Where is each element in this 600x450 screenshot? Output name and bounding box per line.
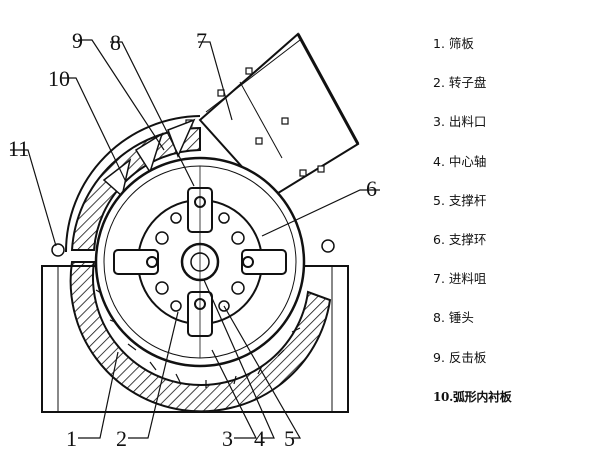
legend-label: 出料口 [448, 114, 487, 130]
legend-number: 1. [433, 36, 445, 51]
legend-label: 反击板 [448, 349, 487, 365]
callout-9: 9 [72, 28, 83, 53]
legend-item: 5. 支撑杆 [433, 191, 593, 230]
callout-3: 3 [222, 426, 233, 450]
legend-number: 9. [433, 349, 445, 365]
callout-6: 6 [366, 176, 377, 201]
callout-10: 10 [48, 66, 70, 91]
legend-number: 3. [433, 114, 445, 130]
rotor [94, 156, 306, 368]
callout-numbers: 1 2 3 4 5 6 7 8 9 10 11 [8, 28, 377, 450]
legend-item: 10.弧形内衬板 [433, 387, 593, 426]
legend-label: 转子盘 [448, 75, 487, 91]
legend-number: 2. [433, 75, 445, 91]
legend-number: 6. [433, 231, 445, 247]
legend-number: 4. [433, 153, 445, 169]
legend-item: 2. 转子盘 [433, 73, 593, 112]
legend-item: 7. 进料咀 [433, 269, 593, 308]
legend-label: 进料咀 [448, 271, 487, 287]
callout-1: 1 [66, 426, 77, 450]
impact-plate-teeth [102, 118, 196, 198]
callout-4: 4 [254, 426, 265, 450]
legend-number: 8. [433, 310, 445, 326]
legend-item: 8. 锤头 [433, 308, 593, 347]
callout-2: 2 [116, 426, 127, 450]
legend-number: 5. [433, 192, 445, 208]
leader-lines [10, 39, 380, 439]
callout-11: 11 [8, 136, 29, 161]
legend-label: 支撑杆 [448, 192, 487, 208]
parts-legend: 1. 筛板 2. 转子盘 3. 出料口 4. 中心轴 5. 支撑杆 6. 支撑环… [433, 34, 593, 426]
callout-5: 5 [284, 426, 295, 450]
legend-item: 1. 筛板 [433, 34, 593, 73]
legend-item: 4. 中心轴 [433, 152, 593, 191]
legend-label: 支撑环 [448, 231, 487, 247]
legend-item: 6. 支撑环 [433, 230, 593, 269]
legend-number: 7. [433, 271, 445, 287]
callout-8: 8 [110, 30, 121, 55]
support-rod-holes [155, 212, 245, 312]
legend-number: 10. [433, 389, 453, 404]
legend-item: 9. 反击板 [433, 348, 593, 387]
legend-label: 锤头 [448, 310, 474, 326]
legend-label: 弧形内衬板 [452, 389, 512, 404]
crusher-casing [51, 115, 335, 413]
legend-label: 筛板 [448, 36, 474, 51]
legend-label: 中心轴 [448, 153, 487, 169]
callout-7: 7 [196, 28, 207, 53]
legend-item: 3. 出料口 [433, 112, 593, 151]
